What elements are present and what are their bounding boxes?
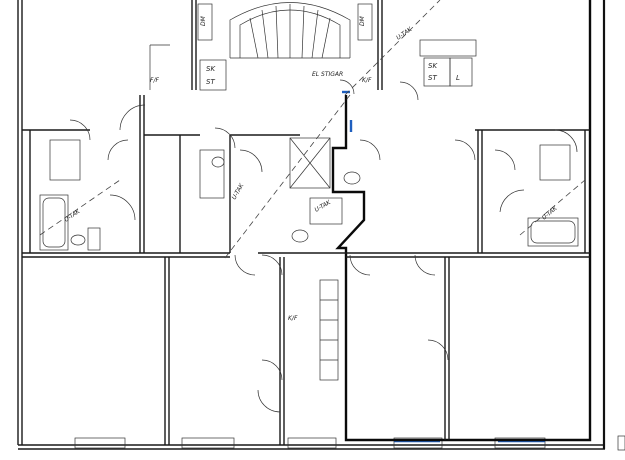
bottom-windows xyxy=(74,435,625,451)
label-sk-left: SK xyxy=(206,65,216,73)
middle-walls xyxy=(22,95,590,445)
label-kf-lower: K/F xyxy=(288,315,298,322)
label-utak-2: U-TAK xyxy=(63,207,82,223)
label-l-right: L xyxy=(456,74,460,82)
apartment-boundary xyxy=(331,0,592,442)
label-utak-3: U-TAK xyxy=(231,182,246,201)
label-el-stigar: EL STIGAR xyxy=(312,71,343,78)
label-sk-right: SK xyxy=(428,62,438,70)
room-labels: DM DM SK ST SK ST L F/F K/F EL STIGAR U-… xyxy=(63,15,559,322)
label-fr-left: F/F xyxy=(150,77,159,84)
stair-core xyxy=(149,0,477,91)
label-st-right: ST xyxy=(428,74,437,82)
label-dm-left: DM xyxy=(200,15,207,26)
label-fr-right: K/F xyxy=(362,77,372,84)
bathrooms xyxy=(39,137,579,381)
doors xyxy=(69,79,578,413)
label-st-left: ST xyxy=(206,78,215,86)
label-utak-1: U-TAK xyxy=(395,25,414,41)
label-dm-right: DM xyxy=(359,15,366,26)
label-utak-4: U-TAK xyxy=(314,199,333,214)
label-utak-5: U-TAK xyxy=(541,204,560,221)
dashed-lines xyxy=(39,0,586,259)
outer-walls xyxy=(17,0,606,450)
